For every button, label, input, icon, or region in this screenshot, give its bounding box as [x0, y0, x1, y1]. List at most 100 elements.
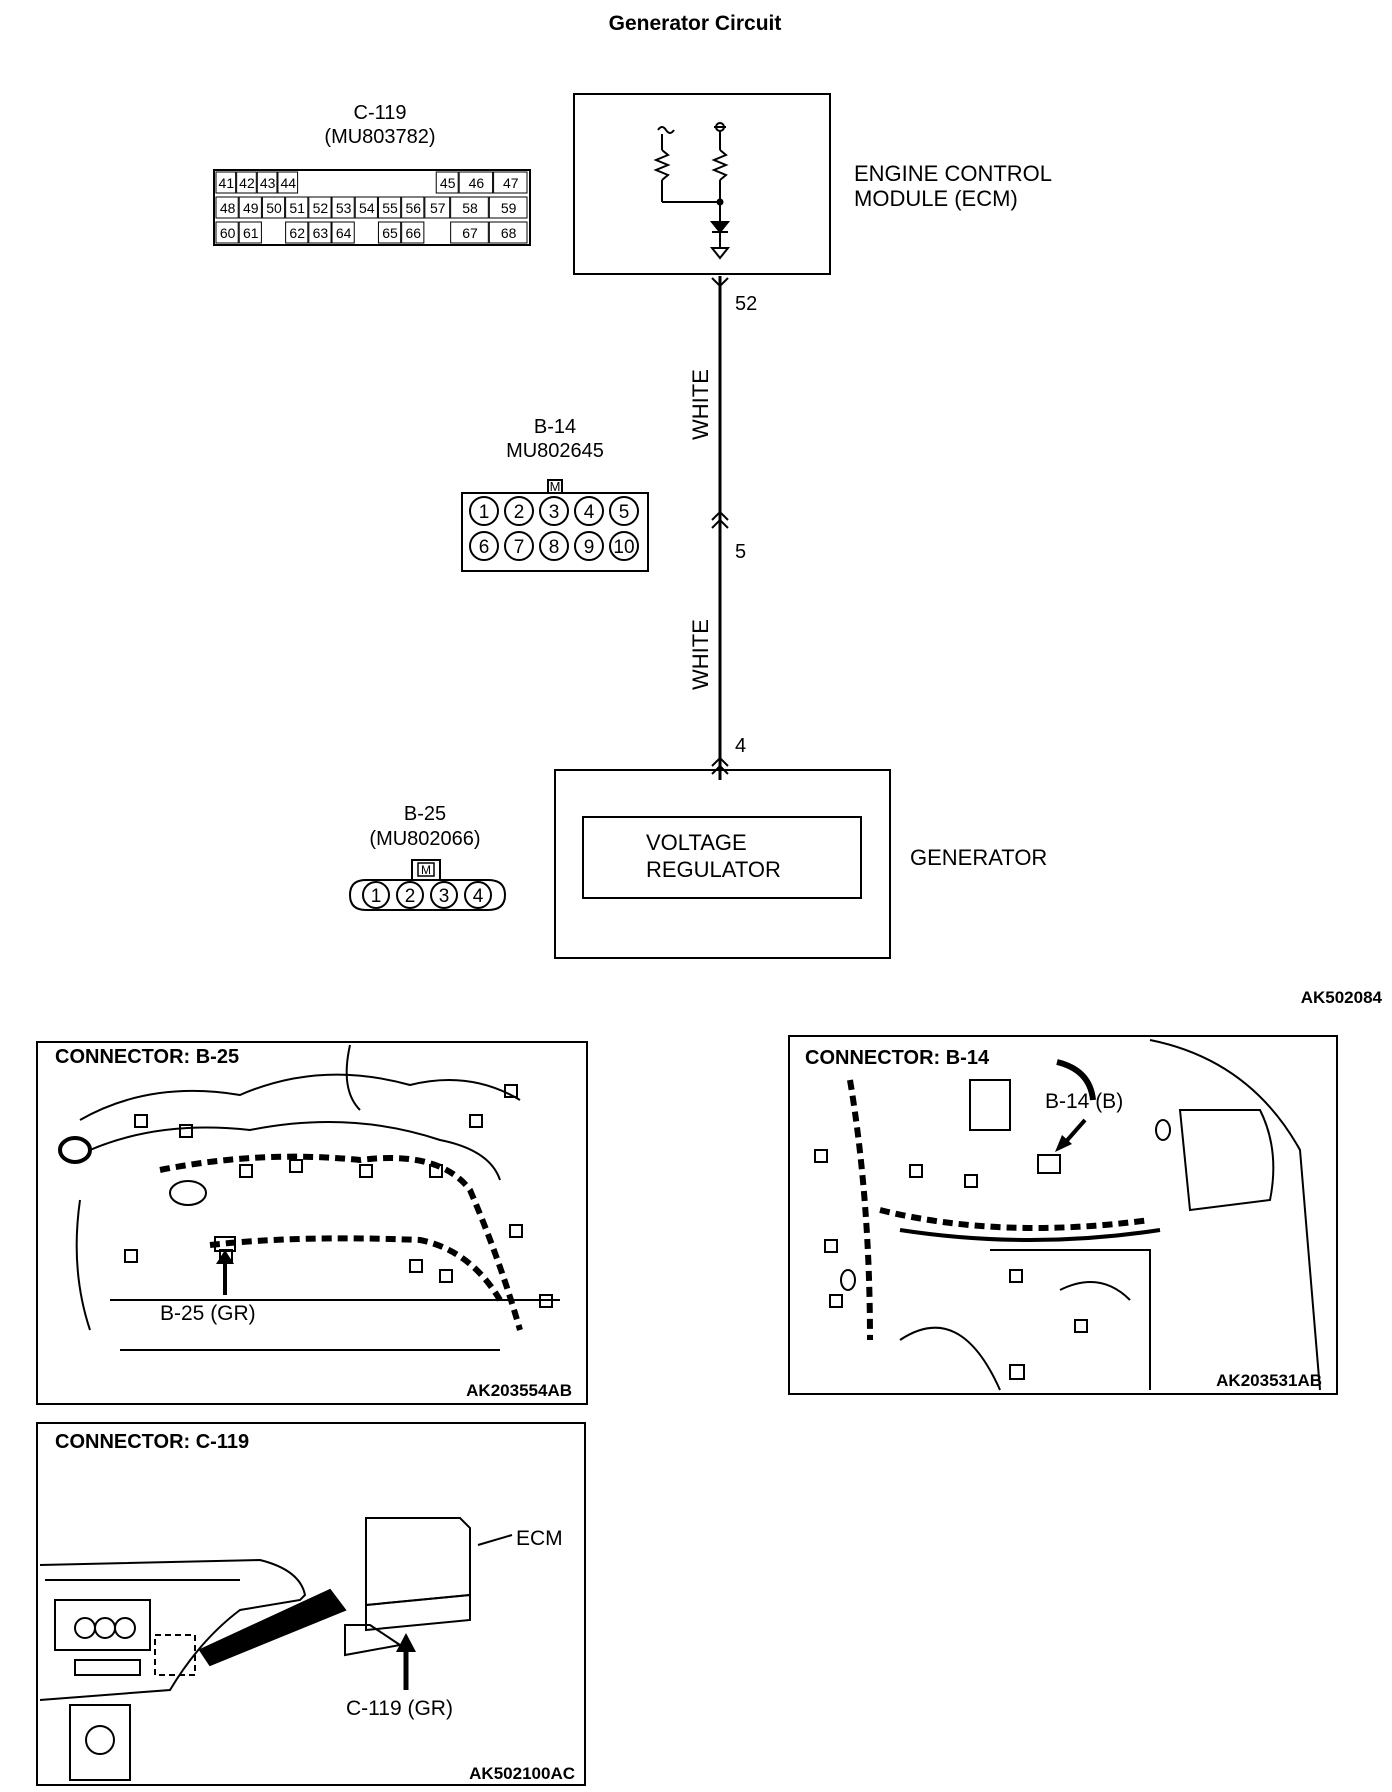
b25-pin-circle — [464, 881, 492, 909]
dashboard-ecm-illustration — [39, 1517, 513, 1781]
c119-pin: 46 — [469, 175, 485, 191]
c119-pin: 67 — [462, 225, 478, 241]
c119-pin: 43 — [260, 175, 276, 191]
c119-pin: 62 — [289, 225, 305, 241]
b14-pin: 2 — [514, 502, 525, 523]
b25-pin: 1 — [371, 886, 382, 907]
c119-pin: 61 — [243, 225, 259, 241]
b14-pin-circle — [574, 531, 604, 561]
c119-id: C-119 — [354, 102, 407, 124]
generator-label: GENERATOR — [910, 845, 1047, 870]
c119-pin: 54 — [359, 200, 375, 216]
c119-part-number: (MU803782) — [324, 126, 435, 148]
b14-pin-circle — [469, 496, 499, 526]
b25-key: M — [421, 863, 431, 877]
b14-pin-circle — [539, 531, 569, 561]
photo-b25-callout: B-25 (GR) — [160, 1302, 256, 1325]
c119-pin: 48 — [220, 200, 236, 216]
c119-pin: 50 — [266, 200, 282, 216]
c119-pin: 63 — [313, 225, 329, 241]
c119-pin: 56 — [405, 200, 421, 216]
b25-pin-circle — [430, 881, 458, 909]
c119-pin: 45 — [440, 175, 456, 191]
photo-b14-code: AK203531AB — [1216, 1371, 1322, 1390]
wire-color-label-lower: WHITE — [688, 619, 713, 690]
c119-pin: 42 — [239, 175, 255, 191]
c119-pin: 55 — [382, 200, 398, 216]
b14-pin: 8 — [549, 537, 560, 558]
photo-c119-title: CONNECTOR: C-119 — [55, 1431, 249, 1453]
ecm-block: ENGINE CONTROL MODULE (ECM) — [573, 93, 1052, 275]
b25-pin-circle — [396, 881, 424, 909]
b14-pin: 5 — [619, 502, 630, 523]
b14-pin: 6 — [479, 537, 490, 558]
ecm-internal-circuit-icon — [653, 122, 731, 260]
ecm-label-line2: MODULE (ECM) — [854, 186, 1018, 211]
photo-panel-b25: CONNECTOR: B-25 B-25 (GR) AK203554AB — [36, 1041, 588, 1405]
b25-id: B-25 — [404, 803, 446, 825]
c119-pin: 41 — [219, 175, 235, 191]
b14-pin-circle — [609, 496, 639, 526]
b14-part-number: MU802645 — [506, 440, 604, 462]
b25-pin-circle — [362, 881, 390, 909]
photo-c119-code: AK502100AC — [469, 1764, 575, 1783]
b14-pin-number: 5 — [735, 541, 746, 563]
b14-id: B-14 — [534, 416, 576, 438]
c119-pin: 44 — [280, 175, 296, 191]
regulator-label-line2: REGULATOR — [646, 857, 781, 882]
c119-pin: 60 — [220, 225, 236, 241]
b25-pin: 4 — [473, 886, 484, 907]
engine-harness-illustration — [58, 1044, 560, 1351]
photo-c119-callout: C-119 (GR) — [346, 1697, 453, 1720]
c119-pin: 57 — [430, 200, 446, 216]
c119-pin: 47 — [503, 175, 519, 191]
b14-pin-circle — [574, 496, 604, 526]
b14-pin-circle — [504, 531, 534, 561]
b14-pin-circle — [504, 496, 534, 526]
ecm-label-line1: ENGINE CONTROL — [854, 161, 1052, 186]
b25-pin-layout: 1 2 3 4 — [362, 881, 492, 909]
b25-part-number: (MU802066) — [369, 828, 480, 850]
b14-pin-circle — [469, 531, 499, 561]
diagram-title: Generator Circuit — [609, 12, 782, 35]
c119-pin: 52 — [313, 200, 329, 216]
photo-c119-ecm-callout: ECM — [516, 1527, 563, 1550]
photo-b25-code: AK203554AB — [466, 1381, 572, 1400]
b14-pin-circle — [539, 496, 569, 526]
signal-wire — [711, 276, 729, 780]
c119-pin: 58 — [462, 200, 478, 216]
photo-panel-c119: CONNECTOR: C-119 ECM C-119 (GR) AK502100… — [36, 1422, 586, 1786]
wire-color-label-upper: WHITE — [688, 369, 713, 440]
c119-pin: 51 — [289, 200, 305, 216]
c119-pin: 64 — [336, 225, 352, 241]
b25-pin: 2 — [405, 886, 416, 907]
photo-b14-title: CONNECTOR: B-14 — [805, 1047, 990, 1069]
generator-block: VOLTAGE REGULATOR GENERATOR — [554, 769, 1047, 959]
c119-pin: 49 — [243, 200, 259, 216]
cowl-harness-illustration — [814, 1039, 1321, 1391]
connector-b25: B-25 (MU802066) M 1 2 3 4 — [348, 803, 507, 911]
b14-pin-circle — [609, 531, 639, 561]
photo-panel-b14: CONNECTOR: B-14 B-14 (B) AK203531AB — [788, 1035, 1338, 1395]
c119-pin: 65 — [382, 225, 398, 241]
regulator-label-line1: VOLTAGE — [646, 830, 747, 855]
c119-pin: 68 — [501, 225, 517, 241]
b14-pin: 4 — [584, 502, 595, 523]
diagram-code: AK502084 — [1301, 988, 1383, 1007]
b14-pin: 10 — [613, 537, 634, 558]
b14-pin: 1 — [479, 502, 490, 523]
c119-pin: 66 — [405, 225, 421, 241]
b25-pin: 3 — [439, 886, 450, 907]
b14-pin: 7 — [514, 537, 525, 558]
b14-key: M — [550, 479, 561, 494]
photo-b14-callout: B-14 (B) — [1045, 1090, 1123, 1113]
c119-pin: 53 — [336, 200, 352, 216]
c119-pin: 59 — [501, 200, 517, 216]
photo-b25-title: CONNECTOR: B-25 — [55, 1046, 239, 1068]
generator-pin-number: 4 — [735, 735, 746, 757]
